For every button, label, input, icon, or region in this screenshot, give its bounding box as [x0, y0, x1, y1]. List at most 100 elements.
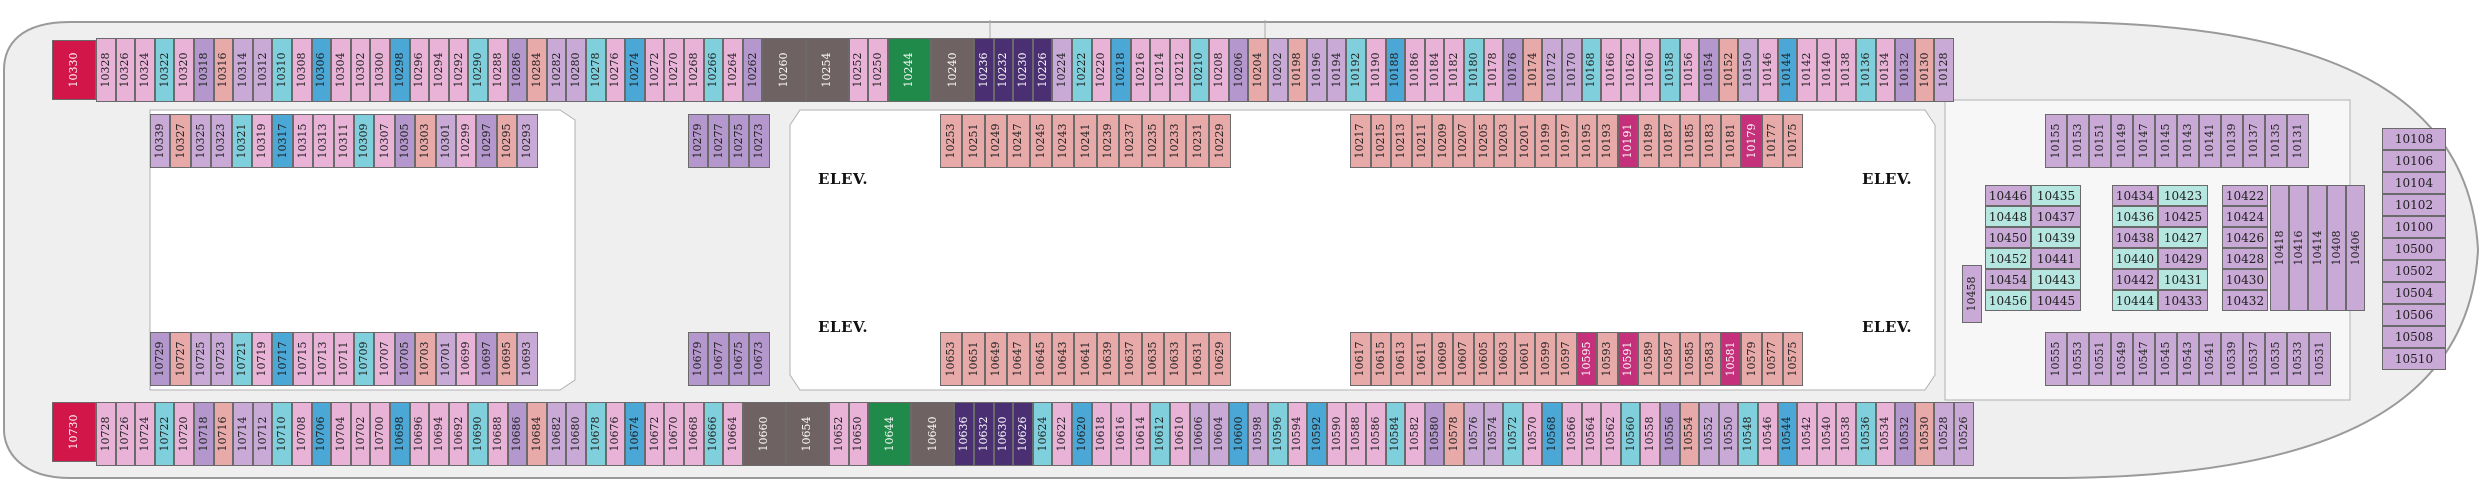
cabin-10617[interactable]: 10617 [1350, 332, 1371, 386]
cabin-10635[interactable]: 10635 [1141, 332, 1164, 386]
cabin-10570[interactable]: 10570 [1522, 402, 1543, 466]
cabin-10264[interactable]: 10264 [723, 38, 743, 102]
cabin-10599[interactable]: 10599 [1535, 332, 1556, 386]
cabin-10537[interactable]: 10537 [2243, 332, 2265, 386]
cabin-10576[interactable]: 10576 [1464, 402, 1484, 466]
cabin-10214[interactable]: 10214 [1150, 38, 1171, 102]
cabin-10302[interactable]: 10302 [350, 38, 371, 102]
cabin-10299[interactable]: 10299 [456, 114, 477, 168]
cabin-10315[interactable]: 10315 [292, 114, 314, 168]
cabin-10210[interactable]: 10210 [1189, 38, 1210, 102]
cabin-10572[interactable]: 10572 [1503, 402, 1523, 466]
cabin-10714[interactable]: 10714 [233, 402, 253, 466]
cabin-10339[interactable]: 10339 [150, 114, 171, 168]
cabin-10546[interactable]: 10546 [1758, 402, 1778, 466]
cabin-10433[interactable]: 10433 [2158, 290, 2208, 311]
cabin-10132[interactable]: 10132 [1895, 38, 1915, 102]
cabin-10197[interactable]: 10197 [1556, 114, 1577, 168]
cabin-10308[interactable]: 10308 [292, 38, 312, 102]
cabin-10439[interactable]: 10439 [2031, 227, 2081, 248]
cabin-10682[interactable]: 10682 [546, 402, 567, 466]
cabin-10330[interactable]: 10330 [52, 40, 96, 100]
cabin-10535[interactable]: 10535 [2265, 332, 2287, 386]
cabin-10307[interactable]: 10307 [374, 114, 395, 168]
cabin-10726[interactable]: 10726 [115, 402, 136, 466]
cabin-10721[interactable]: 10721 [231, 332, 252, 386]
cabin-10588[interactable]: 10588 [1346, 402, 1367, 466]
cabin-10128[interactable]: 10128 [1934, 38, 1955, 102]
cabin-10177[interactable]: 10177 [1762, 114, 1783, 168]
cabin-10722[interactable]: 10722 [154, 402, 175, 466]
cabin-10149[interactable]: 10149 [2111, 114, 2133, 168]
cabin-10594[interactable]: 10594 [1287, 402, 1308, 466]
cabin-10254[interactable]: 10254 [805, 38, 849, 102]
cabin-10508[interactable]: 10508 [2382, 326, 2446, 348]
cabin-10631[interactable]: 10631 [1186, 332, 1209, 386]
cabin-10193[interactable]: 10193 [1597, 114, 1618, 168]
cabin-10692[interactable]: 10692 [448, 402, 469, 466]
cabin-10591[interactable]: 10591 [1617, 332, 1639, 386]
cabin-10155[interactable]: 10155 [2045, 114, 2067, 168]
cabin-10247[interactable]: 10247 [1007, 114, 1030, 168]
cabin-10438[interactable]: 10438 [2112, 227, 2158, 248]
cabin-10293[interactable]: 10293 [517, 114, 538, 168]
cabin-10316[interactable]: 10316 [213, 38, 234, 102]
cabin-10204[interactable]: 10204 [1248, 38, 1269, 102]
cabin-10580[interactable]: 10580 [1424, 402, 1445, 466]
cabin-10504[interactable]: 10504 [2382, 282, 2446, 304]
cabin-10534[interactable]: 10534 [1875, 402, 1896, 466]
cabin-10624[interactable]: 10624 [1032, 402, 1053, 466]
cabin-10172[interactable]: 10172 [1542, 38, 1563, 102]
cabin-10564[interactable]: 10564 [1581, 402, 1602, 466]
cabin-10231[interactable]: 10231 [1186, 114, 1209, 168]
cabin-10312[interactable]: 10312 [252, 38, 273, 102]
cabin-10666[interactable]: 10666 [703, 402, 724, 466]
cabin-10615[interactable]: 10615 [1370, 332, 1392, 386]
cabin-10442[interactable]: 10442 [2112, 269, 2158, 290]
cabin-10558[interactable]: 10558 [1640, 402, 1661, 466]
cabin-10454[interactable]: 10454 [1985, 269, 2031, 290]
cabin-10220[interactable]: 10220 [1091, 38, 1112, 102]
cabin-10192[interactable]: 10192 [1346, 38, 1367, 102]
cabin-10250[interactable]: 10250 [868, 38, 888, 102]
cabin-10637[interactable]: 10637 [1119, 332, 1142, 386]
cabin-10222[interactable]: 10222 [1072, 38, 1092, 102]
cabin-10205[interactable]: 10205 [1473, 114, 1495, 168]
cabin-10321[interactable]: 10321 [231, 114, 252, 168]
cabin-10146[interactable]: 10146 [1758, 38, 1778, 102]
cabin-10418[interactable]: 10418 [2270, 185, 2289, 311]
cabin-10510[interactable]: 10510 [2382, 348, 2446, 370]
cabin-10613[interactable]: 10613 [1391, 332, 1412, 386]
cabin-10186[interactable]: 10186 [1405, 38, 1425, 102]
cabin-10676[interactable]: 10676 [605, 402, 626, 466]
cabin-10309[interactable]: 10309 [354, 114, 375, 168]
cabin-10211[interactable]: 10211 [1411, 114, 1433, 168]
cabin-10203[interactable]: 10203 [1494, 114, 1515, 168]
cabin-10612[interactable]: 10612 [1150, 402, 1171, 466]
cabin-10278[interactable]: 10278 [586, 38, 606, 102]
cabin-10578[interactable]: 10578 [1444, 402, 1465, 466]
cabin-10168[interactable]: 10168 [1581, 38, 1602, 102]
cabin-10589[interactable]: 10589 [1638, 332, 1659, 386]
cabin-10147[interactable]: 10147 [2133, 114, 2155, 168]
cabin-10690[interactable]: 10690 [468, 402, 488, 466]
cabin-10244[interactable]: 10244 [887, 38, 931, 102]
cabin-10544[interactable]: 10544 [1777, 402, 1798, 466]
cabin-10230[interactable]: 10230 [1013, 38, 1033, 102]
cabin-10153[interactable]: 10153 [2067, 114, 2089, 168]
cabin-10301[interactable]: 10301 [435, 114, 456, 168]
cabin-10130[interactable]: 10130 [1914, 38, 1935, 102]
cabin-10614[interactable]: 10614 [1130, 402, 1151, 466]
cabin-10270[interactable]: 10270 [664, 38, 684, 102]
cabin-10574[interactable]: 10574 [1483, 402, 1504, 466]
cabin-10630[interactable]: 10630 [993, 402, 1014, 466]
cabin-10705[interactable]: 10705 [394, 332, 416, 386]
cabin-10235[interactable]: 10235 [1141, 114, 1164, 168]
cabin-10652[interactable]: 10652 [829, 402, 849, 466]
cabin-10547[interactable]: 10547 [2133, 332, 2155, 386]
cabin-10668[interactable]: 10668 [684, 402, 704, 466]
cabin-10188[interactable]: 10188 [1385, 38, 1406, 102]
cabin-10262[interactable]: 10262 [742, 38, 763, 102]
cabin-10651[interactable]: 10651 [962, 332, 985, 386]
cabin-10183[interactable]: 10183 [1700, 114, 1721, 168]
